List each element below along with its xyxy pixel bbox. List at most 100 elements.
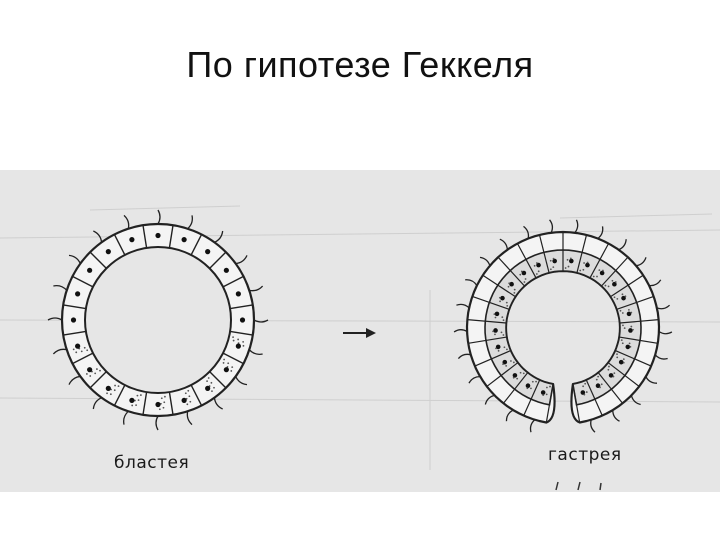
blastea-nucleus [75, 291, 81, 297]
blastea-granule [75, 351, 78, 354]
gastrea-flagellum [590, 419, 596, 433]
gastrea-endoderm-nucleus [599, 270, 605, 276]
gastrea-granule [616, 356, 619, 359]
figure-svg [0, 205, 720, 491]
gastrea-cell-wall [616, 295, 654, 310]
blastea-granule [137, 399, 140, 402]
blastea-cell-wall [89, 251, 107, 269]
gastrea-flagellum [468, 375, 481, 384]
blastea-granule [231, 366, 234, 369]
blastea-nucleus [105, 385, 111, 391]
gastrea-granule [508, 282, 511, 285]
gastrea-granule [583, 393, 586, 396]
blastea-flagellum [249, 285, 264, 292]
gastrea-granule [507, 285, 510, 288]
blastea-cell-wall [63, 304, 87, 310]
gastrea-cell-wall [610, 274, 644, 298]
blastea-granule [136, 394, 139, 397]
gastrea-granule [569, 257, 572, 260]
blastea-inner-wall [84, 246, 232, 394]
gastrea-granule [585, 391, 588, 393]
blastea-nucleus [75, 343, 81, 349]
gastrea-granule [586, 261, 589, 264]
gastrea-granule [535, 273, 538, 275]
gastrea-drawing [453, 219, 673, 433]
gastrea-endoderm-nucleus [580, 390, 586, 395]
gastrea-flagellum [635, 257, 647, 267]
blastea-flagellum [187, 215, 193, 230]
gastrea-granule [592, 275, 595, 278]
gastrea-granule [629, 345, 632, 348]
blastea-nucleus [105, 249, 111, 255]
gastrea-granule [622, 361, 625, 364]
blastea-flagellum [123, 410, 129, 425]
blastea-granule [211, 390, 213, 393]
gastrea-flagellum [453, 329, 468, 333]
gastrea-granule [530, 387, 532, 390]
blastea-granule [213, 386, 215, 389]
gastrea-granule [494, 333, 496, 336]
gastrea-granule [620, 339, 623, 342]
blastea-granule [117, 385, 120, 388]
gastrea-granule [549, 268, 552, 271]
gastrea-endoderm-nucleus [493, 328, 498, 333]
blastea-granule [94, 372, 97, 375]
gastrea-endoderm-nucleus [612, 281, 617, 287]
blastea-granule [114, 384, 116, 387]
blastea-granule [188, 395, 191, 398]
gastrea-granule [622, 324, 624, 327]
blastea-flagellum [47, 317, 63, 321]
blastea-granule [242, 344, 245, 347]
gastrea-flagellum [484, 394, 495, 405]
gastrea-granule [627, 309, 630, 311]
blastea-cell-wall [190, 234, 203, 256]
gastrea-granule [495, 347, 497, 350]
gastrea-cell-wall [589, 243, 610, 279]
gastrea-granule [535, 262, 538, 264]
gastrea-cell-wall [572, 384, 581, 423]
blastea-cell-wall [168, 225, 174, 249]
gastrea-flagellum [499, 238, 509, 250]
gastrea-cell-wall [538, 234, 550, 273]
blastea-nucleus [155, 232, 161, 239]
blastea-granule [135, 404, 137, 407]
blastea-nucleus [155, 401, 161, 408]
gastrea-flagellum [654, 354, 668, 360]
gastrea-granule [604, 284, 607, 287]
blastea-granule [207, 377, 210, 379]
gastrea-granule [520, 270, 523, 273]
gastrea-endoderm-nucleus [608, 373, 614, 378]
gastrea-endoderm [484, 249, 642, 406]
blastea-flagellum [213, 397, 223, 410]
gastrea-granule [498, 296, 501, 299]
gastrea-cell-wall [597, 372, 624, 404]
blastea-granule [99, 369, 101, 372]
blastea-granule [89, 375, 92, 377]
gastrea-granule [596, 275, 598, 278]
blastea-granule [80, 350, 83, 353]
blastea-flagellum [53, 285, 68, 291]
gastrea-granule [502, 319, 505, 322]
gastrea-endoderm-nucleus [536, 262, 541, 268]
blastea-nucleus [181, 237, 187, 243]
gastrea-endoderm-nucleus [540, 390, 546, 395]
blastea-cell-wall [63, 330, 87, 336]
gastrea-cell-wall [502, 372, 529, 404]
gastrea-granule [621, 293, 624, 296]
gastrea-cell-wall [486, 362, 519, 387]
blastea-flagellum [214, 230, 224, 243]
blastea-flagellum [155, 415, 159, 431]
scanned-figure: бластея гастрея [0, 170, 720, 492]
gastrea-granule [622, 358, 625, 361]
gastrea-cell-wall [615, 350, 652, 367]
gastrea-granule [516, 377, 519, 380]
gastrea-granule [519, 371, 522, 374]
gastrea-granule [537, 270, 540, 273]
blastea-nucleus [235, 291, 241, 297]
blastea-granule [139, 394, 142, 396]
blastea-nucleus [87, 267, 93, 273]
gastrea-endoderm-nucleus [525, 383, 531, 389]
blastea-cell-wall [222, 275, 244, 288]
blastea-granule [189, 400, 192, 403]
gastrea-endoderm-nucleus [521, 270, 527, 276]
